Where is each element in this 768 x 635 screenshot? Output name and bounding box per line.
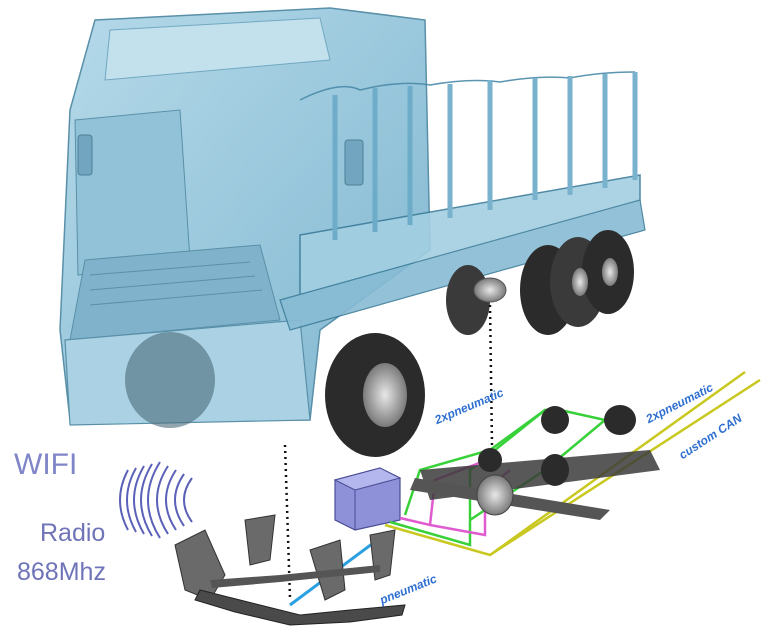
dotted-connector-lines: [283, 304, 494, 599]
rear-air-bellow: [473, 277, 507, 303]
control-box: [333, 467, 402, 531]
front-suspension-assembly: [174, 514, 406, 626]
frequency-label: 868Mhz: [17, 558, 106, 586]
rear-suspension-assembly: [410, 405, 660, 520]
trailer-frame: [279, 71, 646, 331]
radio-label: Radio: [40, 519, 106, 547]
wifi-label: WIFI: [14, 448, 78, 481]
front-wheel: [125, 332, 425, 457]
wireless-waves-icon: [119, 461, 193, 539]
rear-wheels: [446, 230, 634, 335]
